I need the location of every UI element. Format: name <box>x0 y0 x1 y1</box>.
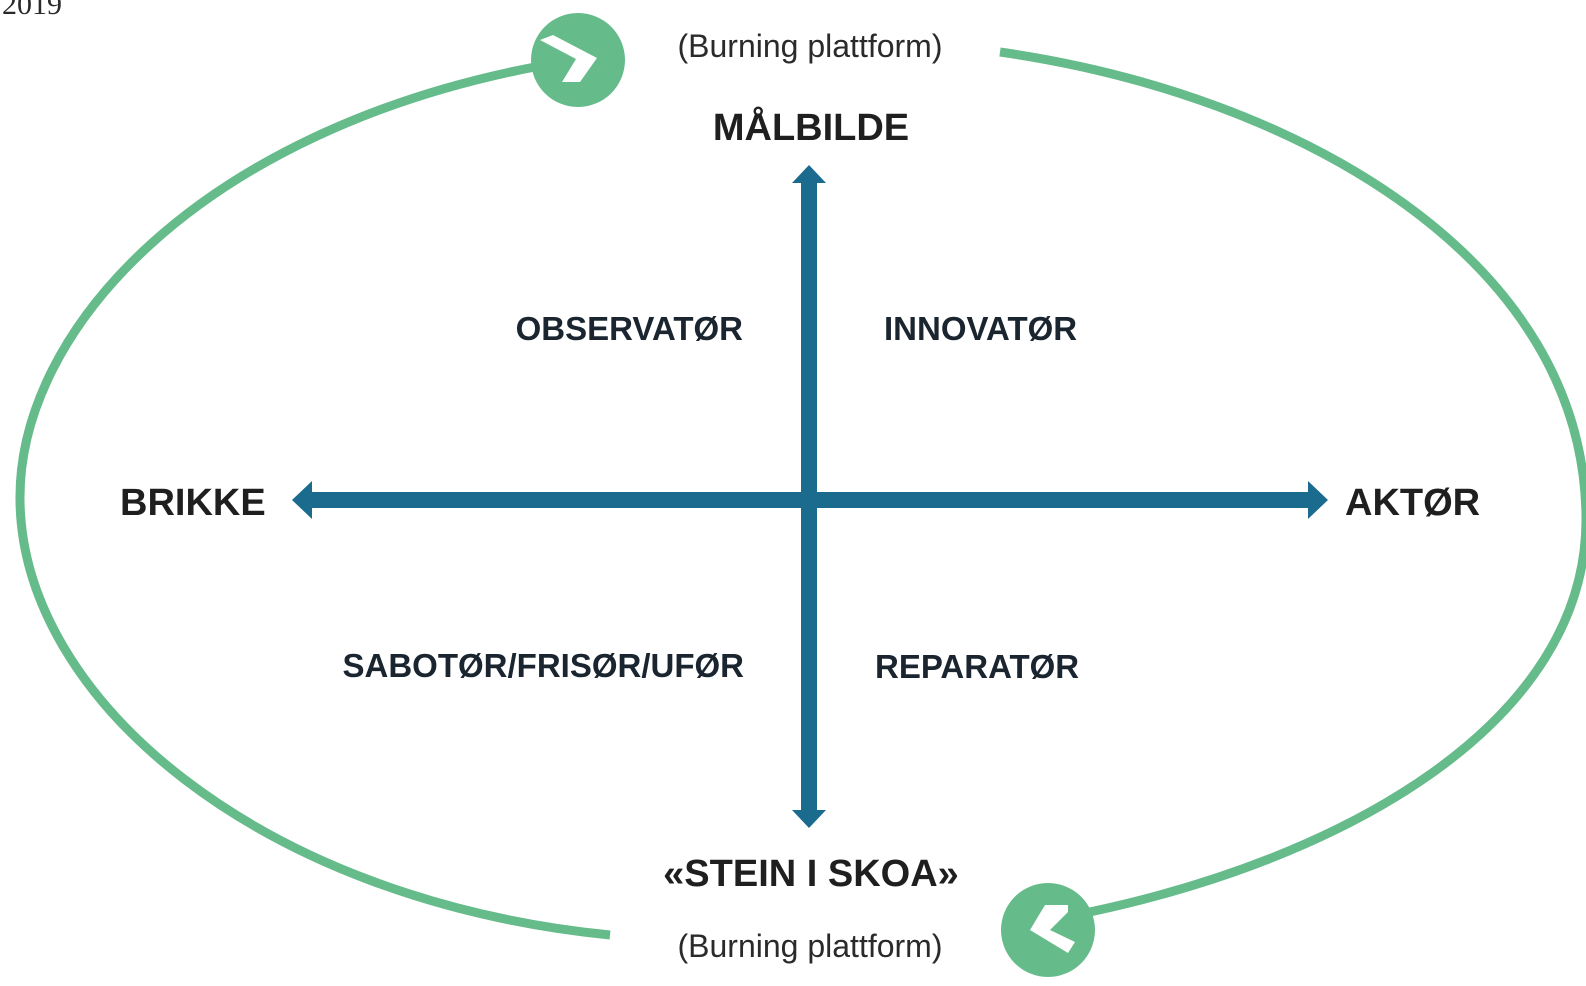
axis-left-label: BRIKKE <box>120 482 266 524</box>
year-fragment: 2019 <box>2 0 62 21</box>
cycle-arc-right <box>999 47 1586 920</box>
down-arrowhead <box>792 810 826 828</box>
quadrant-top-left: OBSERVATØR <box>516 310 744 347</box>
chevron-right-icon <box>531 13 625 107</box>
horizontal-axis-line <box>310 492 1310 508</box>
axes <box>292 165 1328 828</box>
quadrant-top-right: INNOVATØR <box>884 310 1077 347</box>
burning-platform-top: (Burning plattform) <box>678 28 943 64</box>
axis-right-label: AKTØR <box>1345 482 1480 524</box>
chevron-left-icon <box>1001 883 1095 977</box>
axis-bottom-label: «STEIN I SKOA» <box>663 853 959 895</box>
burning-platform-bottom: (Burning plattform) <box>678 928 943 964</box>
right-arrowhead <box>1308 481 1328 519</box>
left-arrowhead <box>292 481 312 519</box>
axis-top-label: MÅLBILDE <box>713 105 909 149</box>
up-arrowhead <box>792 165 826 183</box>
cycle-arc-left <box>15 61 611 940</box>
quadrant-bottom-left: SABOTØR/FRISØR/UFØR <box>343 647 745 684</box>
quadrant-bottom-right: REPARATØR <box>875 648 1079 685</box>
